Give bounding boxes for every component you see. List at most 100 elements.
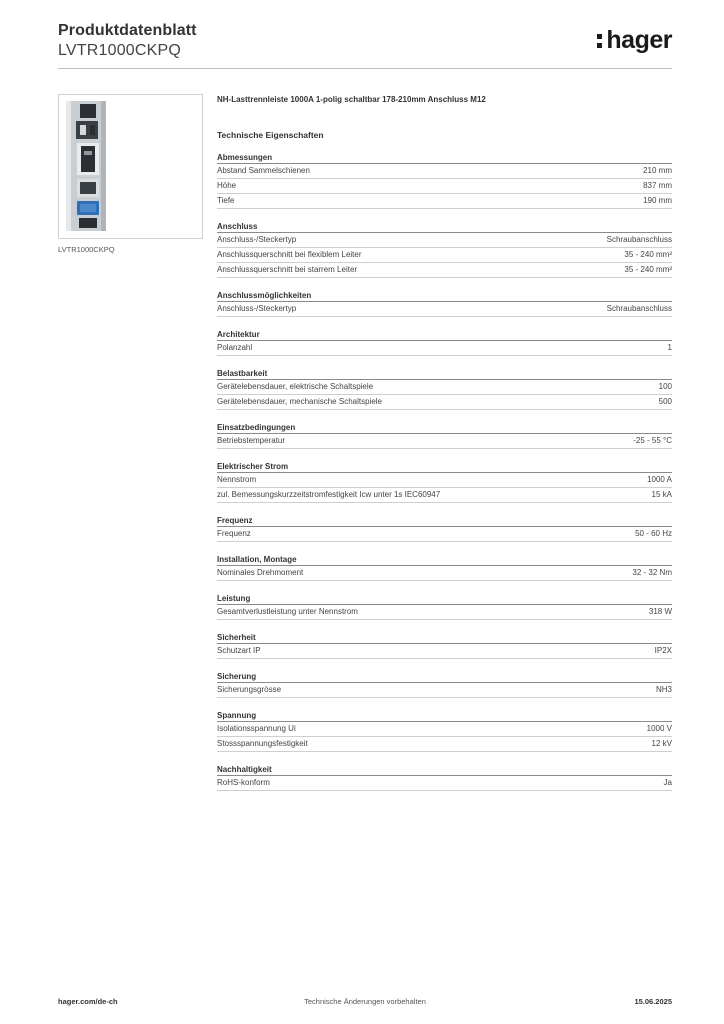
property-row: Höhe 837 mm xyxy=(217,179,672,194)
group-title: Belastbarkeit xyxy=(217,368,672,380)
group-title: Anschluss xyxy=(217,221,672,233)
property-label: Betriebstemperatur xyxy=(217,436,286,445)
logo-colon-icon xyxy=(597,31,604,49)
group-title: Spannung xyxy=(217,710,672,722)
property-label: Anschluss-/Steckertyp xyxy=(217,304,297,313)
property-value: 15 kA xyxy=(651,490,672,499)
property-value: 1000 A xyxy=(647,475,672,484)
property-value: 210 mm xyxy=(643,166,672,175)
group-title: Elektrischer Strom xyxy=(217,461,672,473)
product-description: NH-Lasttrennleiste 1000A 1-polig schaltb… xyxy=(217,95,486,104)
document-title: Produktdatenblatt xyxy=(58,22,197,39)
group-title: Anschlussmöglichkeiten xyxy=(217,290,672,302)
property-value: -25 - 55 °C xyxy=(633,436,672,445)
property-row: zul. Bemessungskurzzeitstromfestigkeit I… xyxy=(217,488,672,503)
property-row: Isolationsspannung Ui 1000 V xyxy=(217,722,672,737)
property-label: Abstand Sammelschienen xyxy=(217,166,310,175)
group-title: Abmessungen xyxy=(217,152,672,164)
property-row: Sicherungsgrösse NH3 xyxy=(217,683,672,698)
property-label: Gerätelebensdauer, mechanische Schaltspi… xyxy=(217,397,382,406)
footer-website-link[interactable]: hager.com/de-ch xyxy=(58,997,118,1006)
property-value: 190 mm xyxy=(643,196,672,205)
logo-text: hager xyxy=(606,26,672,54)
property-value: 1 xyxy=(667,343,672,352)
property-label: Nominales Drehmoment xyxy=(217,568,304,577)
property-value: 100 xyxy=(658,382,672,391)
group-title: Nachhaltigkeit xyxy=(217,764,672,776)
property-label: Anschlussquerschnitt bei starrem Leiter xyxy=(217,265,358,274)
property-label: Gesamtverlustleistung unter Nennstrom xyxy=(217,607,358,616)
property-label: Nennstrom xyxy=(217,475,257,484)
property-value: 318 W xyxy=(648,607,672,616)
page-header: Produktdatenblatt LVTR1000CKPQ hager xyxy=(58,22,672,70)
hager-logo: hager xyxy=(597,26,672,55)
property-value: 35 - 240 mm² xyxy=(624,250,672,259)
footer-notice: Technische Änderungen vorbehalten xyxy=(304,997,426,1006)
header-divider xyxy=(58,68,672,69)
property-label: Schutzart IP xyxy=(217,646,261,655)
group-title: Installation, Montage xyxy=(217,554,672,566)
group-title: Frequenz xyxy=(217,515,672,527)
property-value: NH3 xyxy=(655,685,672,694)
property-row: RoHS-konform Ja xyxy=(217,776,672,791)
property-label: Höhe xyxy=(217,181,237,190)
property-label: RoHS-konform xyxy=(217,778,270,787)
property-value: Schraubanschluss xyxy=(606,235,672,244)
property-value: Ja xyxy=(663,778,672,787)
group-title: Sicherung xyxy=(217,671,672,683)
property-row: Frequenz 50 - 60 Hz xyxy=(217,527,672,542)
property-label: zul. Bemessungskurzzeitstromfestigkeit I… xyxy=(217,490,441,499)
property-value: 32 - 32 Nm xyxy=(632,568,672,577)
property-label: Polanzahl xyxy=(217,343,253,352)
property-label: Isolationsspannung Ui xyxy=(217,724,296,733)
property-label: Frequenz xyxy=(217,529,251,538)
product-image-caption: LVTR1000CKPQ xyxy=(58,245,115,254)
load-break-switch-icon xyxy=(66,101,106,231)
section-heading: Technische Eigenschaften xyxy=(217,130,324,140)
property-value: Schraubanschluss xyxy=(606,304,672,313)
group-title: Sicherheit xyxy=(217,632,672,644)
property-row: Nominales Drehmoment 32 - 32 Nm xyxy=(217,566,672,581)
property-row: Anschluss-/Steckertyp Schraubanschluss xyxy=(217,233,672,248)
property-value: 12 kV xyxy=(651,739,672,748)
property-row: Polanzahl 1 xyxy=(217,341,672,356)
footer-date: 15.06.2025 xyxy=(634,997,672,1006)
property-row: Abstand Sammelschienen 210 mm xyxy=(217,164,672,179)
property-label: Sicherungsgrösse xyxy=(217,685,282,694)
property-value: 837 mm xyxy=(643,181,672,190)
group-title: Architektur xyxy=(217,329,672,341)
property-label: Tiefe xyxy=(217,196,235,205)
property-value: 1000 V xyxy=(646,724,672,733)
product-image xyxy=(58,94,203,239)
property-value: 35 - 240 mm² xyxy=(624,265,672,274)
property-row: Anschlussquerschnitt bei flexiblem Leite… xyxy=(217,248,672,263)
property-label: Gerätelebensdauer, elektrische Schaltspi… xyxy=(217,382,374,391)
property-row: Anschlussquerschnitt bei starrem Leiter 3… xyxy=(217,263,672,278)
group-title: Leistung xyxy=(217,593,672,605)
document-subtitle: LVTR1000CKPQ xyxy=(58,42,182,59)
property-value: 50 - 60 Hz xyxy=(635,529,672,538)
property-value: 500 xyxy=(658,397,672,406)
property-row: Gesamtverlustleistung unter Nennstrom 318… xyxy=(217,605,672,620)
property-row: Gerätelebensdauer, elektrische Schaltspi… xyxy=(217,380,672,395)
property-label: Anschluss-/Steckertyp xyxy=(217,235,297,244)
property-row: Anschluss-/Steckertyp Schraubanschluss xyxy=(217,302,672,317)
property-row: Tiefe 190 mm xyxy=(217,194,672,209)
